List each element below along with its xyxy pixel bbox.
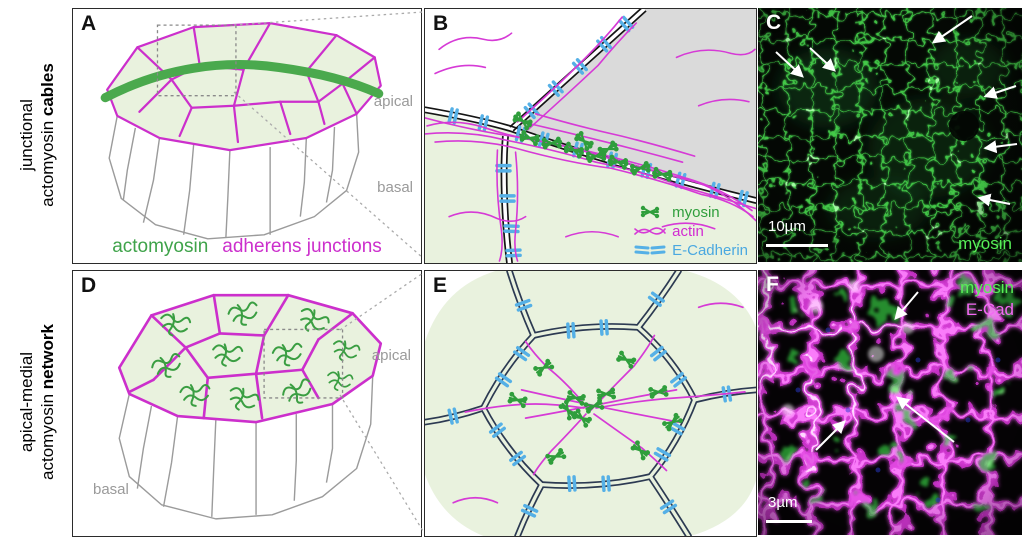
legend-label-ecadherin: E-Cadherin bbox=[672, 241, 748, 259]
panel-a: A apical basal actomyosin adherens juncti… bbox=[72, 8, 422, 264]
vignette bbox=[758, 8, 1022, 262]
legend-item-actin: actin bbox=[633, 222, 748, 240]
panel-a-caption: actomyosin adherens junctions bbox=[73, 236, 421, 258]
row-label-junctional-cables: junctional actomyosin cables bbox=[16, 10, 58, 260]
scale-bar bbox=[766, 520, 812, 523]
channel-label-myosin: myosin bbox=[958, 234, 1012, 253]
apical-label: apical bbox=[371, 347, 411, 364]
zoom-inset-box bbox=[263, 328, 344, 399]
panel-b-legend: myosin actin E-Cadherin bbox=[633, 203, 748, 259]
panel-letter: A bbox=[81, 12, 97, 35]
actomyosin-cable bbox=[100, 60, 384, 103]
panel-f-micrograph: F myosin E-Cad 3µm bbox=[758, 270, 1022, 535]
basal-label: basal bbox=[377, 179, 413, 196]
scale-bar-label: 10µm bbox=[768, 218, 806, 235]
apical-surface-fill bbox=[425, 271, 756, 536]
caption-adherens-junctions: adherens junctions bbox=[222, 236, 382, 257]
row-label-bottom-line2: actomyosin bbox=[38, 393, 57, 480]
panel-b: B myosin actin bbox=[424, 8, 757, 264]
panel-letter: D bbox=[81, 274, 97, 297]
actin-glyph-icon bbox=[634, 227, 666, 235]
panel-e-illustration bbox=[425, 271, 756, 536]
panel-letter: C bbox=[766, 11, 782, 34]
row-label-apical-medial-network: apical-medial actomyosin network bbox=[16, 277, 58, 527]
cell-outlines bbox=[425, 271, 756, 536]
blob-corners bbox=[425, 271, 756, 536]
scale-bar-label: 3µm bbox=[768, 494, 798, 511]
panel-d: D apical basal bbox=[72, 270, 422, 537]
panel-letter: F bbox=[766, 273, 779, 296]
legend-label-myosin: myosin bbox=[672, 203, 720, 221]
panel-b-illustration bbox=[425, 9, 756, 263]
row-label-bottom-line1: apical-medial bbox=[17, 351, 36, 453]
row-label-bottom-line2-bold: network bbox=[38, 324, 57, 390]
panel-d-illustration bbox=[117, 293, 383, 520]
row-label-top-line2: actomyosin bbox=[38, 120, 57, 207]
basal-label: basal bbox=[93, 481, 129, 498]
zoom-inset-box bbox=[156, 24, 237, 97]
row-label-top-line2-bold: cables bbox=[38, 63, 57, 117]
panel-a-illustration bbox=[100, 22, 384, 240]
vignette bbox=[758, 270, 1022, 535]
panel-letter: E bbox=[433, 274, 448, 297]
panel-e: E bbox=[424, 270, 757, 537]
apical-label: apical bbox=[373, 93, 413, 110]
myosin-glyph-icon bbox=[640, 205, 660, 219]
ecadherin-glyph-icon bbox=[634, 245, 666, 255]
panel-c-micrograph: C 10µm myosin bbox=[758, 8, 1022, 262]
panel-c-image bbox=[758, 8, 1022, 262]
legend-label-actin: actin bbox=[672, 222, 704, 240]
legend-item-ecadherin: E-Cadherin bbox=[633, 241, 748, 259]
panel-letter: B bbox=[433, 12, 449, 35]
scale-bar bbox=[766, 244, 828, 247]
annotation-arrows bbox=[815, 291, 955, 451]
channel-label-ecad: E-Cad bbox=[965, 300, 1014, 319]
row-label-top-line1: junctional bbox=[17, 99, 36, 171]
channel-label-myosin: myosin bbox=[960, 278, 1014, 297]
annotation-arrows bbox=[775, 15, 1018, 207]
caption-actomyosin: actomyosin bbox=[112, 236, 209, 257]
legend-item-myosin: myosin bbox=[633, 203, 748, 221]
panel-f-image bbox=[758, 270, 1022, 535]
basal-side-walls bbox=[118, 375, 374, 520]
